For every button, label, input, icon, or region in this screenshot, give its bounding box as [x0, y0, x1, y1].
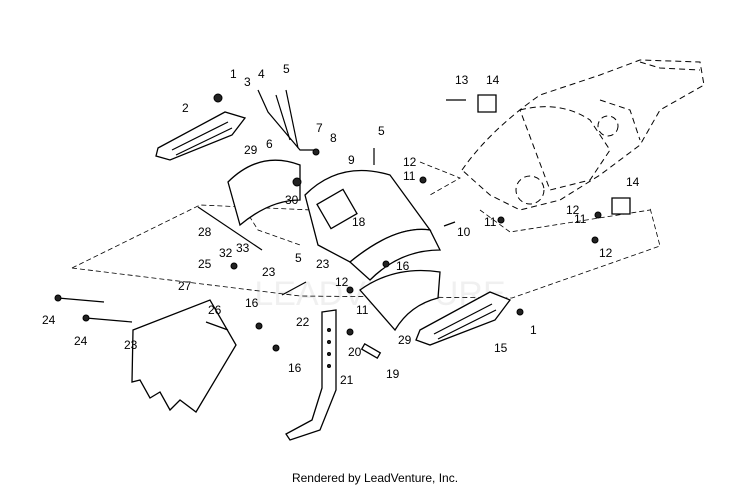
callout-16: 16	[288, 361, 302, 375]
callout-25: 25	[198, 257, 212, 271]
callout-5: 5	[295, 251, 302, 265]
callout-28: 28	[198, 225, 212, 239]
callout-24: 24	[74, 334, 88, 348]
hinge-pin	[205, 321, 229, 331]
callout-18: 18	[352, 215, 366, 229]
callout-6: 6	[266, 137, 273, 151]
footrest-left	[155, 111, 247, 161]
callout-16: 16	[245, 296, 259, 310]
callout-2: 2	[182, 101, 189, 115]
callout-20: 20	[348, 345, 362, 359]
side-shield-lower	[359, 269, 441, 332]
callout-27: 27	[178, 279, 192, 293]
callout-26: 26	[208, 303, 222, 317]
callout-30: 30	[285, 193, 299, 207]
callout-11: 11	[484, 215, 497, 229]
callout-21: 21	[340, 373, 354, 387]
hardware-nuts	[213, 93, 602, 352]
callout-14: 14	[626, 175, 640, 189]
callout-22: 22	[296, 315, 310, 329]
callout-29: 29	[244, 143, 258, 157]
footer-credit: Rendered by LeadVenture, Inc.	[291, 471, 459, 485]
tine-hood	[304, 169, 442, 281]
callout-5: 5	[283, 62, 290, 76]
callout-23: 23	[262, 265, 276, 279]
bracket-parts	[477, 94, 631, 215]
support-rod	[197, 206, 263, 251]
callout-10: 10	[457, 225, 471, 239]
callout-23: 23	[316, 257, 330, 271]
callout-13: 13	[455, 73, 469, 87]
hardware-bolts	[54, 99, 466, 323]
depth-bar	[285, 309, 337, 441]
linkage	[257, 89, 320, 156]
callout-5: 5	[378, 124, 385, 138]
spring-pin	[360, 343, 382, 359]
callout-11: 11	[403, 169, 416, 183]
callout-32: 32	[219, 246, 233, 260]
footrest-right	[415, 291, 512, 346]
callout-1: 1	[230, 67, 237, 81]
callout-33: 33	[236, 241, 250, 255]
callout-29: 29	[398, 333, 412, 347]
callout-1: 1	[530, 323, 537, 337]
callout-9: 9	[348, 153, 355, 167]
callout-12: 12	[335, 275, 349, 289]
callout-4: 4	[258, 67, 265, 81]
callout-24: 24	[42, 313, 56, 327]
callout-3: 3	[244, 75, 251, 89]
tiller-transmission	[461, 59, 705, 211]
callout-14: 14	[486, 73, 500, 87]
callout-12: 12	[566, 203, 580, 217]
callout-12: 12	[403, 155, 417, 169]
callout-19: 19	[386, 367, 400, 381]
callout-11: 11	[356, 303, 369, 317]
callout-8: 8	[330, 131, 337, 145]
callout-23: 23	[124, 338, 138, 352]
callout-15: 15	[494, 341, 508, 355]
callout-7: 7	[316, 121, 323, 135]
callout-12: 12	[599, 246, 613, 260]
callout-16: 16	[396, 259, 410, 273]
callout-11: 11	[574, 212, 587, 226]
